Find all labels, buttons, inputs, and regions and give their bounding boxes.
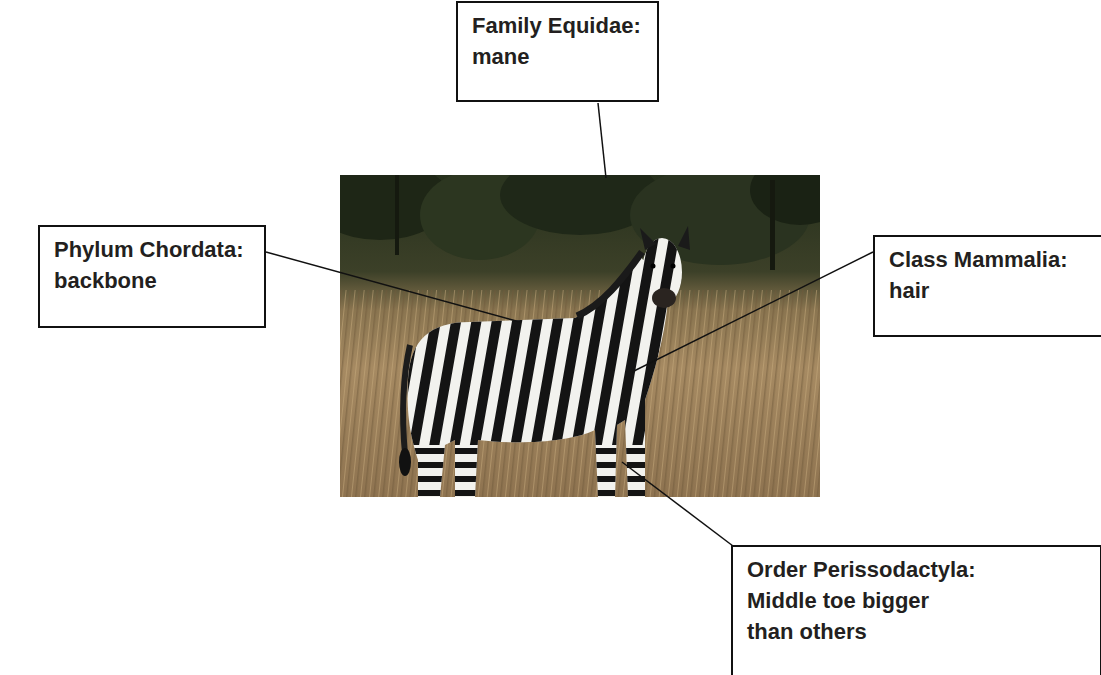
callout-box: Phylum Chordata:backbone: [38, 225, 266, 328]
callout-heading: Class Mammalia:: [889, 245, 1068, 276]
callout-box: Order Perissodactyla:Middle toe bigger t…: [731, 545, 1101, 675]
callout-heading: Family Equidae:: [472, 11, 641, 42]
callout-text: backbone: [54, 266, 225, 297]
callout-box: Family Equidae:mane: [456, 1, 659, 102]
callout-heading: Phylum Chordata:: [54, 235, 243, 266]
callout-text: mane: [472, 42, 624, 73]
callout-text: Middle toe bigger than others: [747, 586, 953, 648]
callout-text: hair: [889, 276, 1050, 307]
callout-box: Class Mammalia:hair: [873, 235, 1101, 337]
callout-heading: Order Perissodactyla:: [747, 555, 976, 586]
leader-line: [266, 103, 873, 546]
